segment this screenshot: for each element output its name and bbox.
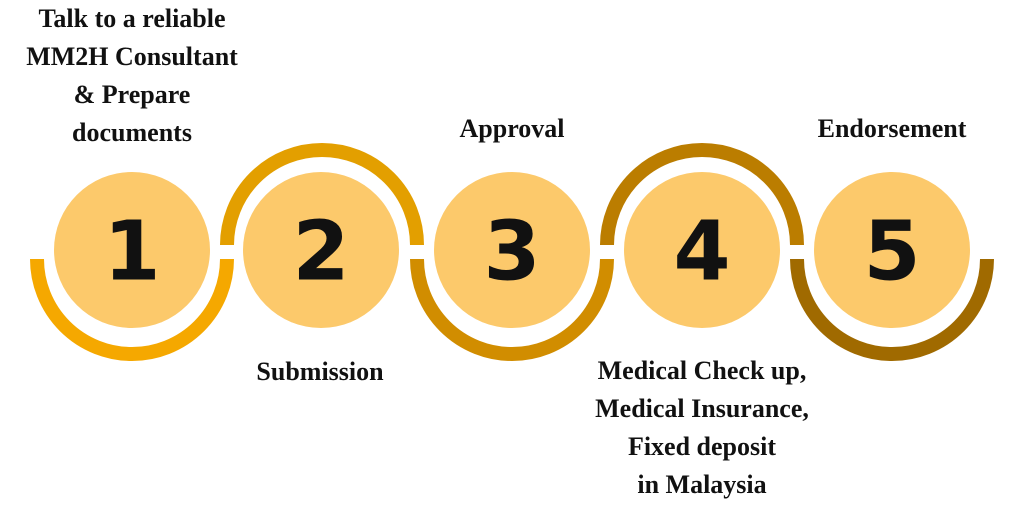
step-5-circle bbox=[814, 172, 970, 328]
step-4-label: Medical Check up, Medical Insurance, Fix… bbox=[595, 356, 809, 499]
step-3-arc bbox=[410, 258, 614, 361]
step-5-label: Endorsement bbox=[817, 114, 967, 143]
step-1-number: 1 bbox=[103, 205, 160, 300]
step-3-number: 3 bbox=[483, 205, 540, 300]
step-5-arc bbox=[790, 258, 994, 361]
step-4-arc bbox=[600, 143, 804, 246]
step-2-label: Submission bbox=[256, 357, 384, 386]
step-2-arc bbox=[220, 143, 424, 246]
step-2-circle bbox=[243, 172, 399, 328]
step-1-circle bbox=[54, 172, 210, 328]
step-3-label: Approval bbox=[459, 114, 565, 143]
step-4-number: 4 bbox=[673, 205, 730, 300]
step-5-number: 5 bbox=[863, 205, 920, 300]
step-1-arc bbox=[30, 258, 234, 361]
step-1-label: Talk to a reliable MM2H Consultant & Pre… bbox=[26, 4, 238, 147]
step-3-circle bbox=[434, 172, 590, 328]
step-4-circle bbox=[624, 172, 780, 328]
step-2-number: 2 bbox=[292, 205, 349, 300]
